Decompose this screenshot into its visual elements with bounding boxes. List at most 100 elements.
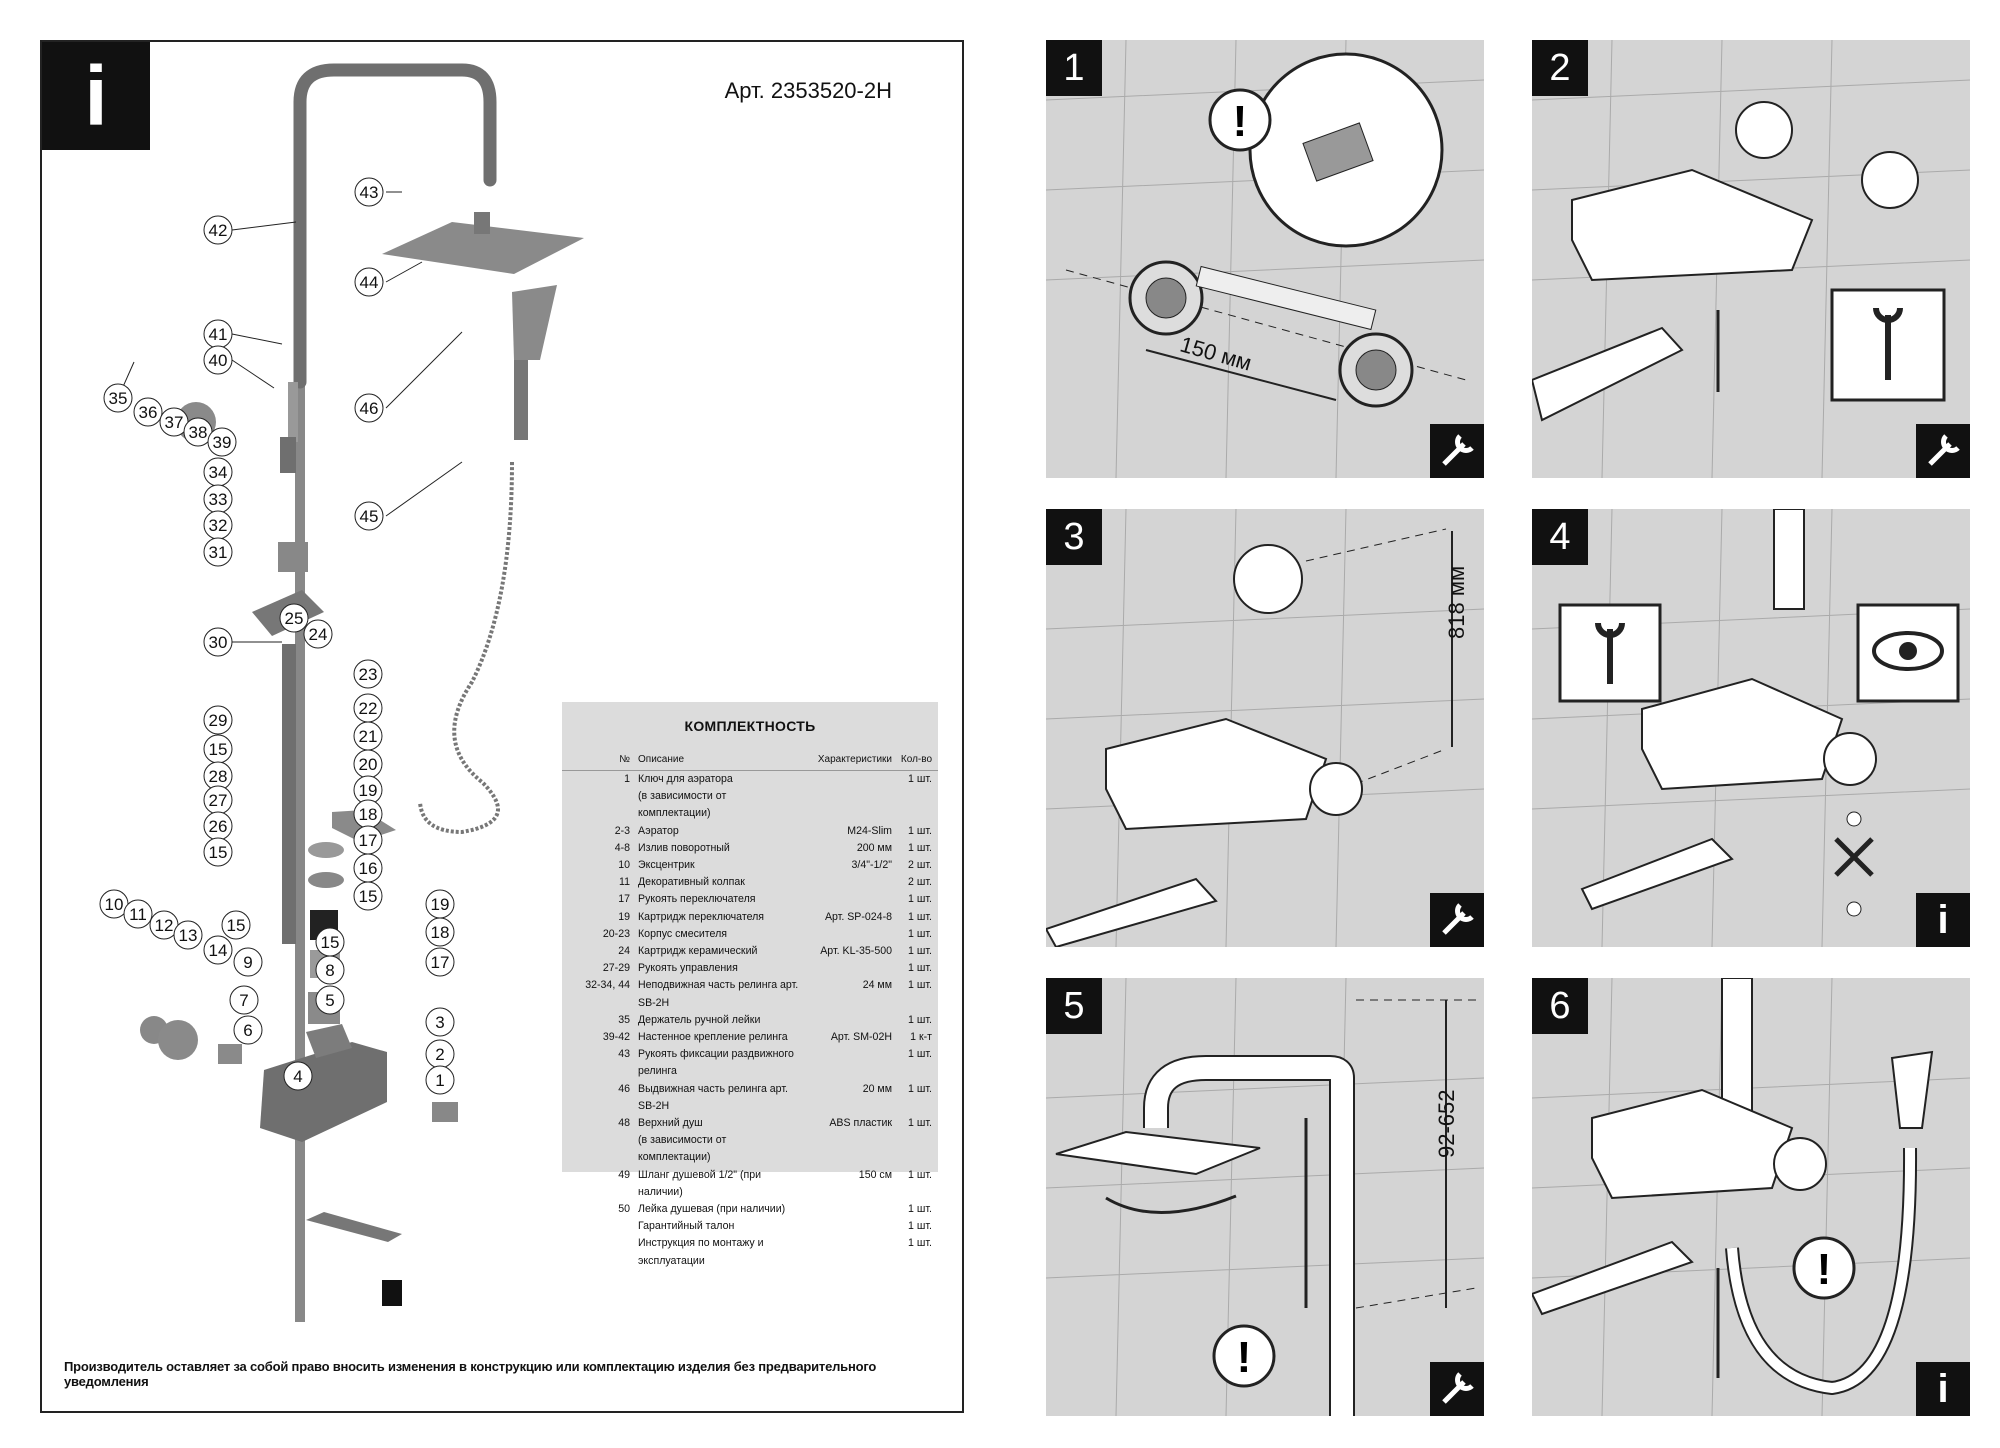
step-number: 5 (1046, 978, 1102, 1034)
svg-text:3: 3 (435, 1013, 444, 1032)
swivel-spout (306, 1212, 402, 1242)
decor-cap (1735, 101, 1793, 159)
decor-cap (1861, 151, 1919, 209)
table-cell-char: M24-Slim (847, 824, 892, 837)
callout-22: 18 (353, 799, 383, 829)
table-cell-no (568, 1132, 638, 1166)
callout-46: 42 (203, 215, 297, 245)
table-cell-desc: Верхний душ (638, 1117, 703, 1130)
table-cell-no: 2-3 (614, 824, 630, 837)
svg-text:46: 46 (360, 399, 379, 418)
table-row: Гарантийный талон 1 шт. (562, 1218, 938, 1235)
callout-10: 10 (99, 889, 129, 919)
thread-callout: ! (1208, 52, 1444, 248)
svg-text:6: 6 (243, 1021, 252, 1040)
svg-text:23: 23 (359, 665, 378, 684)
mixer-body (1532, 168, 1814, 422)
callout-13: 13 (173, 920, 203, 950)
callout-5: 5 (315, 985, 345, 1015)
svg-text:31: 31 (209, 543, 228, 562)
table-cell-desc: (в зависимости от комплектации) (638, 1134, 727, 1164)
svg-text:26: 26 (209, 817, 228, 836)
callout-17: 18 (425, 917, 455, 947)
callout-15d: 15 (315, 927, 345, 957)
svg-text:32: 32 (209, 516, 228, 535)
table-cell-no: 11 (619, 876, 630, 889)
svg-text:5: 5 (325, 991, 334, 1010)
table-cell-desc: (в зависимости от комплектации) (638, 790, 727, 820)
callout-15b: 15 (203, 837, 233, 867)
svg-text:20: 20 (359, 755, 378, 774)
parts-diagram-panel: i Арт. 2353520-2H (40, 40, 964, 1413)
svg-text:29: 29 (209, 711, 228, 730)
callout-11: 11 (123, 899, 153, 929)
table-cell-desc: Гарантийный талон (638, 1220, 735, 1233)
table-cell-qty: 1 к-т (910, 1031, 932, 1044)
svg-text:40: 40 (209, 351, 228, 370)
riser-pipe (1773, 509, 1805, 610)
svg-text:10: 10 (105, 895, 124, 914)
table-cell-desc: Картридж переключателя (638, 910, 765, 923)
table-cell-no: 20-23 (602, 927, 630, 940)
eccentric-right (1338, 332, 1414, 408)
wrench-icon (1430, 424, 1484, 478)
svg-text:39: 39 (213, 433, 232, 452)
step-number: 1 (1046, 40, 1102, 96)
mixer-body (1532, 1088, 1827, 1316)
callout-2: 2 (425, 1039, 455, 1069)
table-cell-char (800, 1218, 892, 1235)
callout-38: 34 (203, 457, 233, 487)
warning-icon: ! (1237, 1333, 1252, 1382)
callout-47: 43 (354, 177, 402, 207)
mixer-body (1580, 677, 1877, 911)
callout-15c: 15 (221, 910, 251, 940)
svg-text:25: 25 (285, 609, 304, 628)
step-3-panel: 818 мм 3 (1046, 509, 1484, 947)
table-row: (в зависимости от комплектации) (562, 1132, 938, 1166)
svg-text:16: 16 (359, 859, 378, 878)
table-cell-char (800, 1235, 892, 1269)
callout-49: 45 (354, 461, 463, 531)
table-cell-qty: 1 шт. (908, 927, 932, 940)
table-cell-char (800, 771, 892, 788)
table-cell-desc: Картридж керамический (638, 945, 758, 958)
table-cell-no (568, 1218, 638, 1235)
table-cell-no: 35 (618, 1013, 630, 1026)
table-cell-no: 27-29 (602, 962, 630, 975)
svg-text:15: 15 (209, 740, 228, 759)
overhead-shower (1055, 1130, 1261, 1176)
table-cell-qty (892, 1132, 932, 1166)
inspect-callout (1856, 603, 1960, 703)
svg-text:35: 35 (109, 389, 128, 408)
svg-text:15: 15 (359, 887, 378, 906)
callout-34: 30 (203, 627, 282, 657)
wrench-icon (1430, 893, 1484, 947)
table-cell-desc: Шланг душевой 1/2" (при наличии) (638, 1168, 762, 1198)
table-cell-qty: 1 шт. (908, 773, 932, 785)
svg-text:15: 15 (321, 933, 340, 952)
shower-hose (1727, 1147, 1916, 1394)
callout-39: 35 (103, 361, 135, 413)
table-cell-qty: 1 шт. (908, 1048, 932, 1061)
callout-27: 23 (353, 659, 383, 689)
table-cell-no: 24 (618, 945, 630, 958)
eccentric-left (1128, 260, 1204, 336)
callouts: 43 42 44 41 40 46 35 36 37 38 39 34 33 4… (99, 177, 463, 1095)
svg-text:2: 2 (435, 1045, 444, 1064)
table-cell-desc: Лейка душевая (при наличии) (638, 1203, 786, 1216)
wrench-icon (1916, 424, 1970, 478)
table-cell-desc: Неподвижная часть релинга арт. SB-2H (638, 979, 799, 1009)
svg-text:8: 8 (325, 961, 334, 980)
table-cell-no: 4-8 (614, 841, 630, 854)
svg-text:37: 37 (165, 413, 184, 432)
table-cell-qty: 1 шт. (908, 1220, 932, 1233)
callout-37: 33 (203, 484, 233, 514)
svg-text:4: 4 (293, 1067, 302, 1086)
